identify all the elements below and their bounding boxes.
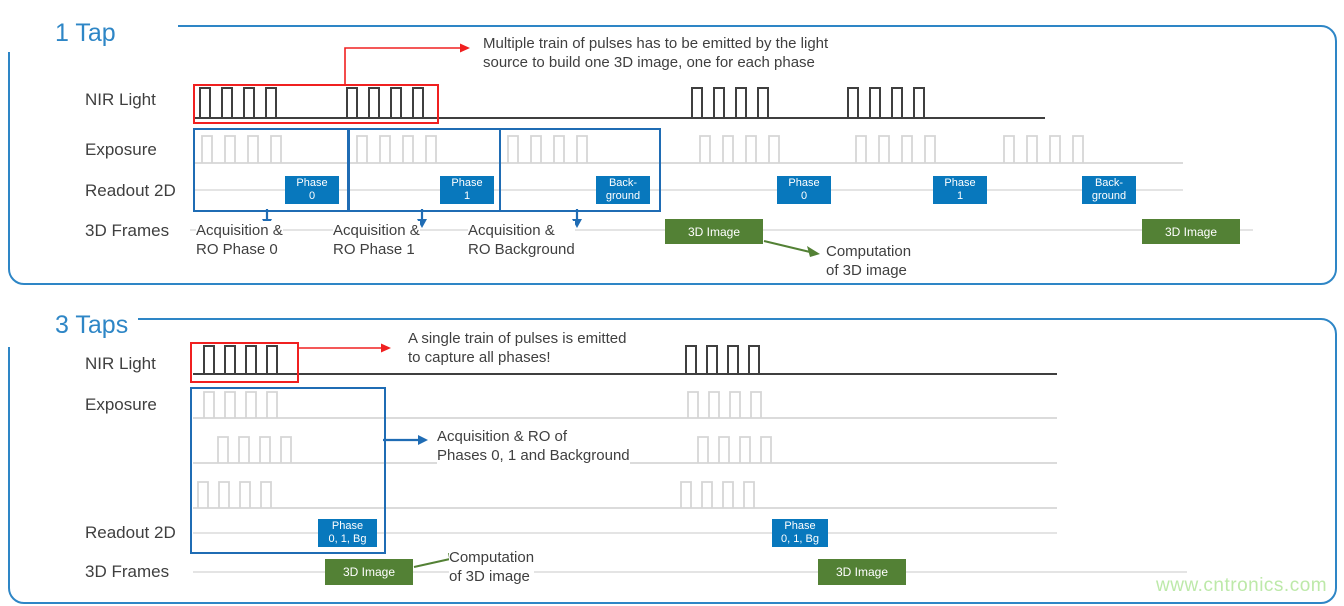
computation-line2: of 3D image	[826, 262, 907, 279]
tap1-computation-label: Computation of 3D image	[826, 242, 912, 280]
tap1-background-box-left: Back- ground	[596, 176, 650, 204]
note-line1: A single train of pulses is emitted	[408, 330, 627, 347]
tap3-nir-highlight-box	[190, 342, 299, 383]
phase-box-line2: 0, 1, Bg	[328, 533, 367, 545]
tap1-note-arrow	[344, 43, 470, 84]
tap3-phase-all-box-left: Phase 0, 1, Bg	[318, 519, 377, 547]
phase-box-line2: 0, 1, Bg	[781, 533, 819, 545]
tap1-row-label-readout: Readout 2D	[85, 181, 176, 200]
tap1-note: Multiple train of pulses has to be emitt…	[483, 34, 829, 72]
acq-line1: Acquisition &	[196, 222, 283, 239]
tap1-phase1-box-right: Phase 1	[933, 176, 987, 204]
tap3-title-text: 3 Taps	[55, 310, 129, 339]
phase-box-line1: Phase	[451, 177, 483, 189]
tap3-row-label-exposure: Exposure	[85, 395, 157, 414]
phase-box-line2: ground	[605, 190, 641, 202]
tap1-acq-background-label: Acquisition & RO Background	[468, 221, 575, 259]
tap1-computation-arrow	[763, 240, 820, 257]
phase-box-line1: Phase	[331, 520, 364, 532]
tap1-title: 1 Tap	[6, 14, 178, 52]
phase-box-line1: Phase	[788, 177, 820, 189]
tap3-computation-label: Computation of 3D image	[449, 548, 535, 586]
tap1-phase1-box-left: Phase 1	[440, 176, 494, 204]
phase-box-line2: 0	[308, 190, 316, 202]
phase-box-line2: 1	[463, 190, 471, 202]
3d-image-label: 3D Image	[687, 224, 741, 239]
tap3-acquisition-label: Acquisition & RO of Phases 0, 1 and Back…	[437, 427, 630, 465]
computation-line2: of 3D image	[449, 568, 530, 585]
tap1-phase0-box-right: Phase 0	[777, 176, 831, 204]
tap1-nir-highlight-box	[193, 84, 439, 124]
acq-line2: RO Phase 0	[196, 241, 278, 258]
tap3-note-arrow	[297, 343, 391, 353]
tap1-phase0-box-left: Phase 0	[285, 176, 339, 204]
watermark: www.cntronics.com	[1156, 575, 1328, 596]
tap1-acquisition-window-background	[499, 128, 661, 212]
acq-line2: Phases 0, 1 and Background	[437, 447, 630, 464]
phase-box-line1: Back-	[1094, 177, 1124, 189]
phase-box-line1: Back-	[608, 177, 638, 189]
tap1-panel	[8, 25, 1337, 285]
3d-image-label: 3D Image	[342, 565, 396, 579]
tap3-note: A single train of pulses is emitted to c…	[408, 329, 627, 367]
tap1-acq-phase1-label: Acquisition & RO Phase 1	[333, 221, 420, 259]
computation-line1: Computation	[449, 549, 535, 566]
tap3-panel	[8, 318, 1337, 604]
acq-line1: Acquisition &	[468, 222, 555, 239]
phase-box-line1: Phase	[784, 520, 816, 532]
tap1-3d-image-box-1: 3D Image	[665, 219, 763, 244]
tap3-nir-waveform	[193, 345, 1057, 375]
note-line2: source to build one 3D image, one for ea…	[483, 54, 815, 71]
tap1-row-label-nir: NIR Light	[85, 90, 156, 109]
tap3-3d-image-box-2: 3D Image	[818, 559, 906, 585]
tap1-row-label-frames: 3D Frames	[85, 221, 170, 240]
tap1-title-text: 1 Tap	[55, 18, 116, 47]
tap3-acquisition-window	[190, 387, 386, 554]
acq-line1: Acquisition & RO of	[437, 428, 568, 445]
tap1-3d-image-box-2: 3D Image	[1142, 219, 1240, 244]
acq-line2: RO Phase 1	[333, 241, 415, 258]
note-line1: Multiple train of pulses has to be emitt…	[483, 35, 829, 52]
tap1-exposure-waveform	[193, 135, 1183, 164]
tap3-3d-image-box-1: 3D Image	[325, 559, 413, 585]
tap1-nir-waveform	[193, 87, 1045, 119]
note-line2: to capture all phases!	[408, 349, 551, 366]
tap1-background-box-right: Back- ground	[1082, 176, 1136, 204]
phase-box-line1: Phase	[296, 177, 328, 189]
tap3-acquisition-arrow	[383, 435, 428, 445]
computation-line1: Computation	[826, 243, 912, 260]
tap3-phase-all-box-right: Phase 0, 1, Bg	[772, 519, 828, 547]
3d-image-label: 3D Image	[835, 565, 889, 579]
tap3-row-label-nir: NIR Light	[85, 354, 156, 373]
tap3-title: 3 Taps	[6, 303, 138, 347]
phase-box-line2: ground	[1091, 190, 1127, 202]
acq-line1: Acquisition &	[333, 222, 420, 239]
tap3-row-label-frames: 3D Frames	[85, 562, 170, 581]
acq-line2: RO Background	[468, 241, 575, 258]
tap1-row-label-exposure: Exposure	[85, 140, 157, 159]
phase-box-line1: Phase	[944, 177, 976, 189]
tap3-row-label-readout: Readout 2D	[85, 523, 176, 542]
phase-box-line2: 0	[800, 190, 808, 202]
tap1-acq-phase0-label: Acquisition & RO Phase 0	[196, 221, 283, 259]
3d-image-label: 3D Image	[1164, 224, 1218, 239]
tap3-exposure-waveforms	[193, 391, 1057, 509]
phase-box-line2: 1	[956, 190, 964, 202]
